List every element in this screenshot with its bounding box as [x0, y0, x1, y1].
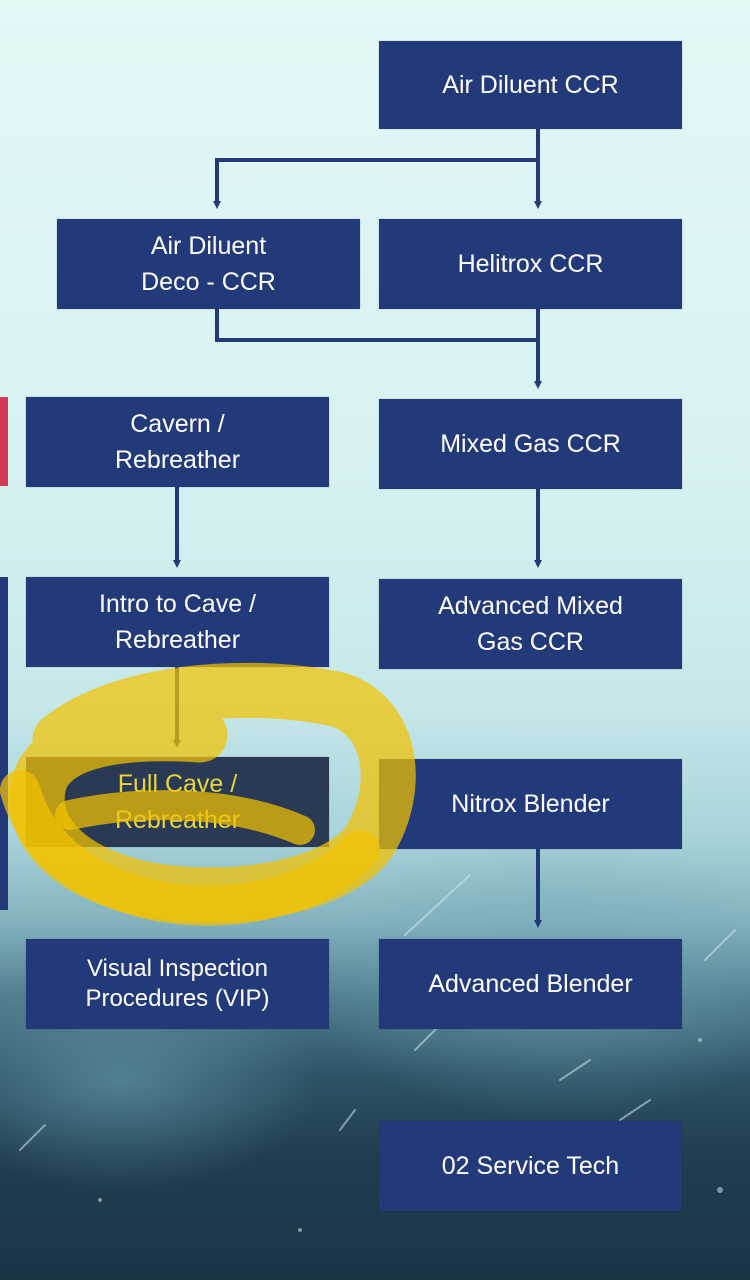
node-visual-inspection-procedures: Visual Inspection Procedures (VIP) [26, 939, 329, 1029]
node-advanced-mixed-gas-ccr: Advanced Mixed Gas CCR [379, 579, 682, 669]
left-edge-red-tab [0, 397, 8, 486]
node-air-diluent-ccr: Air Diluent CCR [379, 41, 682, 129]
connector-deco-to-mixed [215, 308, 538, 342]
node-advanced-blender: Advanced Blender [379, 939, 682, 1029]
node-intro-to-cave-rebreather: Intro to Cave / Rebreather [26, 577, 329, 667]
left-edge-blue-bar [0, 577, 8, 910]
node-mixed-gas-ccr: Mixed Gas CCR [379, 399, 682, 489]
node-helitrox-ccr: Helitrox CCR [379, 219, 682, 309]
node-o2-service-tech: 02 Service Tech [379, 1121, 682, 1211]
node-air-diluent-deco-ccr: Air Diluent Deco - CCR [57, 219, 360, 309]
node-nitrox-blender: Nitrox Blender [379, 759, 682, 849]
node-cavern-rebreather: Cavern / Rebreather [26, 397, 329, 487]
